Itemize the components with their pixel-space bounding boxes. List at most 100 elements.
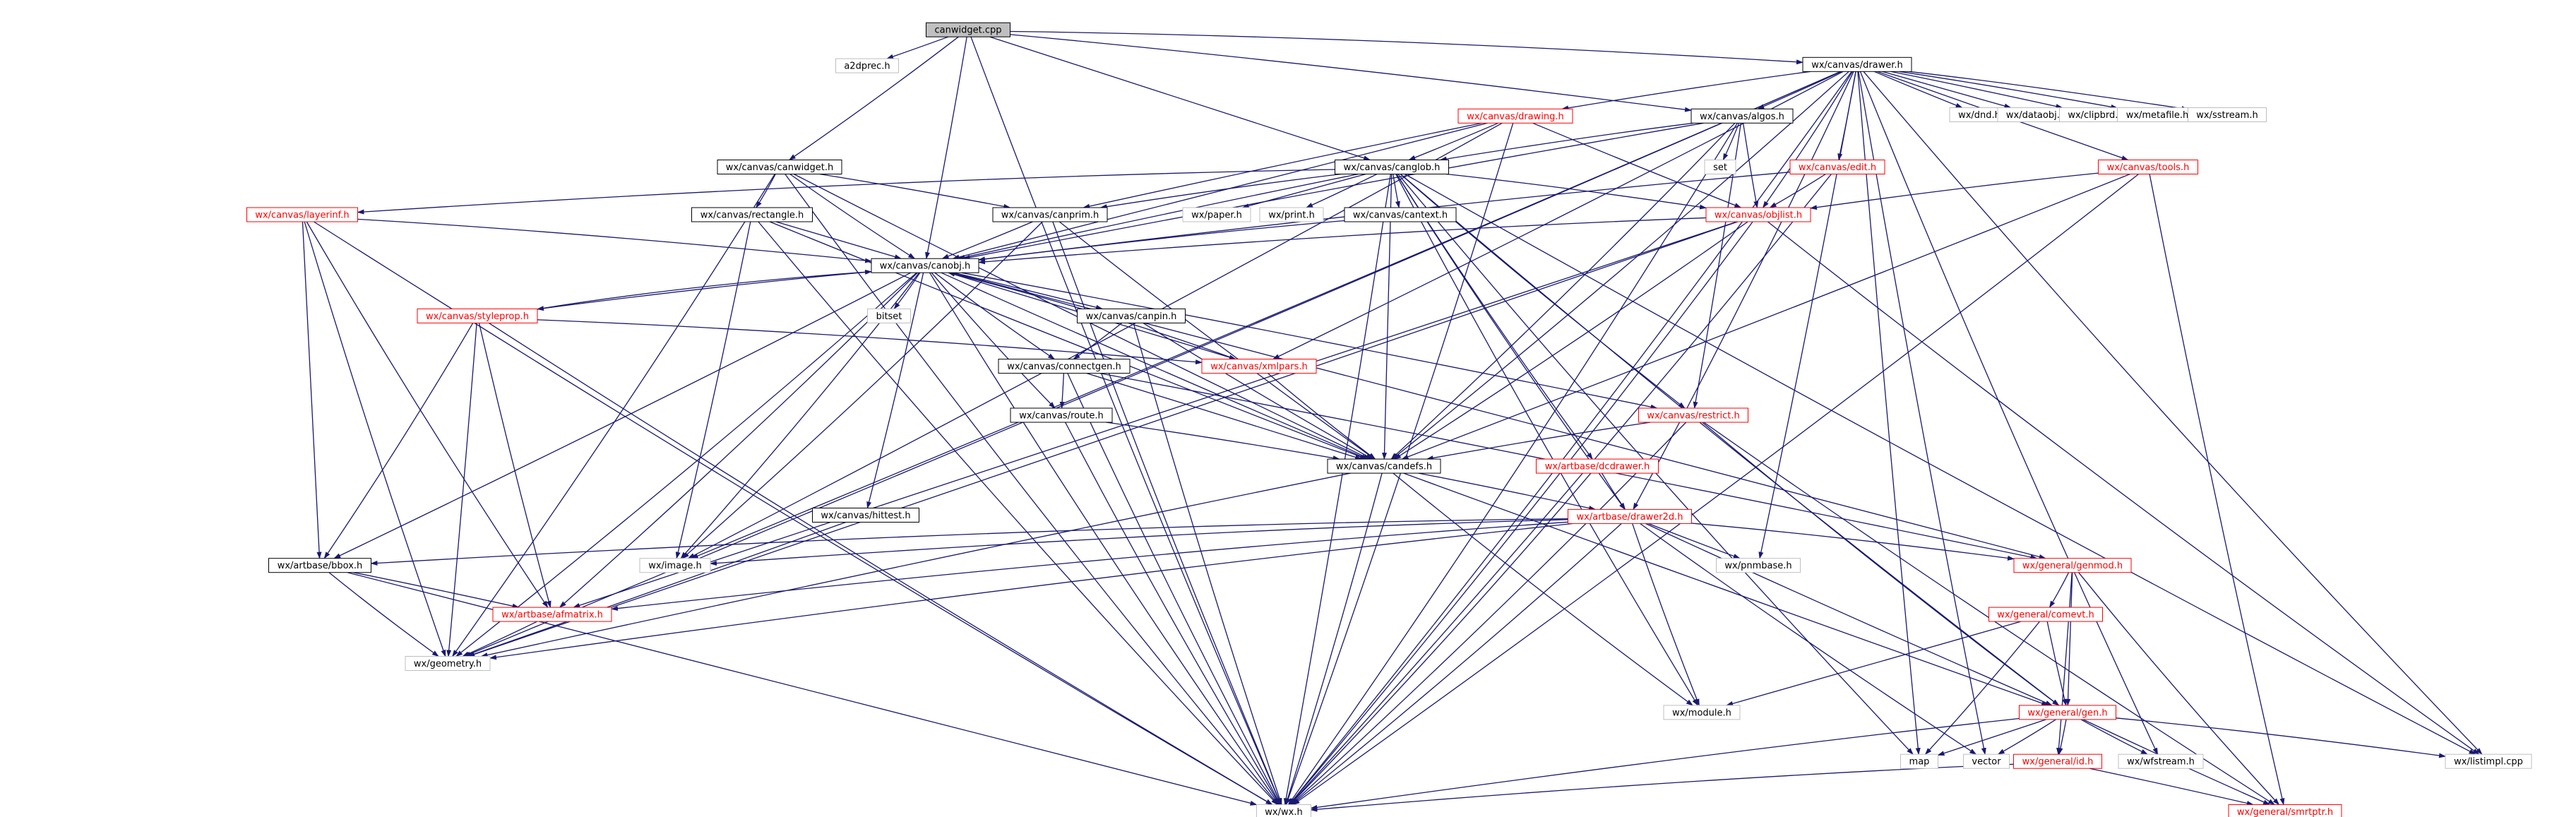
node-box xyxy=(1344,207,1457,222)
edge-canwidget_h-to-wx xyxy=(785,174,1279,806)
node-connectgen[interactable]: wx/canvas/connectgen.h xyxy=(998,359,1131,374)
node-box xyxy=(1802,56,1912,72)
edge-drawing-to-canglob xyxy=(1408,122,1498,161)
node-label: wx/print.h xyxy=(1268,210,1315,221)
edge-drawer-to-sstream xyxy=(1909,71,2189,112)
node-drawing[interactable]: wx/canvas/drawing.h xyxy=(1457,108,1573,124)
edge-drawer-to-wx xyxy=(1289,71,1852,806)
edge-canobj-to-wx xyxy=(929,272,1280,806)
node-box xyxy=(998,359,1131,374)
node-canprim[interactable]: wx/canvas/canprim.h xyxy=(992,207,1108,222)
node-canpin[interactable]: wx/canvas/canpin.h xyxy=(1077,308,1186,323)
node-box xyxy=(1201,359,1317,374)
edge-rectangle-to-canobj xyxy=(775,221,902,260)
node-canobj[interactable]: wx/canvas/canobj.h xyxy=(871,258,979,273)
node-genmod[interactable]: wx/general/genmod.h xyxy=(2013,558,2132,573)
node-afmatrix[interactable]: wx/artbase/afmatrix.h xyxy=(492,607,612,622)
edge-drawer2d-to-module xyxy=(1632,523,1700,706)
node-box xyxy=(2098,160,2198,174)
node-label: wx/canvas/drawer.h xyxy=(1811,60,1903,71)
node-comevt[interactable]: wx/general/comevt.h xyxy=(1988,607,2103,622)
edge-drawer-to-clipbrd xyxy=(1890,71,2063,109)
edge-layerinf-to-wx xyxy=(314,221,1273,806)
node-drawer2d[interactable]: wx/artbase/drawer2d.h xyxy=(1568,508,1692,524)
node-drawer[interactable]: wx/canvas/drawer.h xyxy=(1802,56,1912,72)
node-box xyxy=(1335,160,1449,174)
edge-drawer-to-listimpl xyxy=(1863,71,2483,755)
node-rectangle[interactable]: wx/canvas/rectangle.h xyxy=(691,207,813,222)
node-box xyxy=(1256,804,1311,817)
node-label: wx/canvas/rectangle.h xyxy=(700,210,804,221)
edge-canglob-to-listimpl xyxy=(1405,173,2476,755)
edge-styleprop-to-geometry xyxy=(446,323,477,657)
node-canwidget-h[interactable]: wx/canvas/canwidget.h xyxy=(717,160,842,174)
edge-canobj-to-canpin xyxy=(953,272,1103,310)
edge-gen-to-wfstream xyxy=(2080,719,2148,755)
edge-canglob-to-wx xyxy=(1283,174,1391,806)
node-box xyxy=(867,308,911,323)
edge-bbox-to-wx xyxy=(347,572,1258,806)
node-label: wx/canvas/edit.h xyxy=(1799,162,1876,173)
edge-canobj-to-connectgen xyxy=(934,272,1056,360)
node-box xyxy=(1457,108,1573,124)
node-geometry: wx/geometry.h xyxy=(405,656,491,671)
edge-drawer-to-pnmbase xyxy=(1758,71,1856,559)
edge-restrict-to-wx xyxy=(1290,422,1687,806)
edge-canpin-to-candefs xyxy=(1143,322,1373,460)
edge-drawer2d-to-pnmbase xyxy=(1647,523,1741,559)
edge-connectgen-to-wx xyxy=(1067,373,1281,806)
edge-styleprop-to-bbox xyxy=(323,323,474,559)
node-pnmbase: wx/pnmbase.h xyxy=(1716,558,1801,573)
node-label: set xyxy=(1713,162,1727,173)
node-cantext[interactable]: wx/canvas/cantext.h xyxy=(1344,207,1457,222)
node-gen[interactable]: wx/general/gen.h xyxy=(2019,705,2116,720)
node-canglob[interactable]: wx/canvas/canglob.h xyxy=(1335,160,1449,174)
node-tools[interactable]: wx/canvas/tools.h xyxy=(2098,160,2198,174)
node-label: wx/canvas/restrict.h xyxy=(1647,411,1739,422)
node-box xyxy=(1900,753,1938,769)
node-dcdrawer[interactable]: wx/artbase/dcdrawer.h xyxy=(1536,458,1659,474)
node-label: wx/metafile.h xyxy=(2126,110,2189,121)
edge-rectangle-to-wx xyxy=(758,221,1278,806)
node-box xyxy=(812,508,919,523)
edge-drawer-to-dataobj xyxy=(1882,71,2012,109)
node-xmlpars[interactable]: wx/canvas/xmlpars.h xyxy=(1201,359,1317,374)
node-bbox[interactable]: wx/artbase/bbox.h xyxy=(268,558,371,573)
edge-drawer-to-image xyxy=(691,71,1841,559)
node-box xyxy=(1963,753,2010,769)
node-candefs[interactable]: wx/canvas/candefs.h xyxy=(1327,458,1441,474)
node-label: wx/canvas/candefs.h xyxy=(1336,462,1432,472)
node-box xyxy=(492,607,612,622)
edge-connectgen-to-candefs xyxy=(1086,372,1362,460)
node-route[interactable]: wx/canvas/route.h xyxy=(1010,407,1113,423)
node-print: wx/print.h xyxy=(1259,207,1324,222)
edge-edit-to-wx xyxy=(1289,174,1832,806)
edge-canpin-to-wx xyxy=(1133,323,1282,806)
edge-route-to-candefs xyxy=(1106,422,1340,461)
node-smrtptr[interactable]: wx/general/smrtptr.h xyxy=(2228,804,2342,817)
edge-layerinf-to-bbox xyxy=(302,221,322,559)
edge-tools-to-candefs xyxy=(1401,173,2130,460)
edge-gen-to-vector xyxy=(1997,719,2056,755)
node-restrict[interactable]: wx/canvas/restrict.h xyxy=(1638,407,1748,423)
node-id[interactable]: wx/general/id.h xyxy=(2013,753,2102,769)
edge-candefs-to-wx xyxy=(1285,472,1383,806)
edge-canwidget_cpp-to-drawer xyxy=(1010,30,1803,65)
edge-route-to-wx xyxy=(1065,422,1280,806)
edge-drawer2d-to-bbox xyxy=(370,518,1568,566)
node-layerinf[interactable]: wx/canvas/layerinf.h xyxy=(246,207,358,222)
edge-canobj-to-geometry xyxy=(455,272,917,657)
node-algos[interactable]: wx/canvas/algos.h xyxy=(1690,108,1794,124)
node-box xyxy=(2118,753,2204,769)
node-box xyxy=(1690,108,1794,124)
node-edit[interactable]: wx/canvas/edit.h xyxy=(1789,160,1885,174)
node-label: wx/general/smrtptr.h xyxy=(2237,807,2333,817)
node-hittest[interactable]: wx/canvas/hittest.h xyxy=(812,508,919,523)
node-box xyxy=(1077,308,1186,323)
edge-canwidget_h-to-candefs xyxy=(793,173,1371,460)
node-label: wx/canvas/objlist.h xyxy=(1715,210,1802,221)
edge-styleprop-to-xmlpars xyxy=(537,319,1203,365)
node-canwidget-cpp: canwidget.cpp xyxy=(926,22,1010,37)
node-styleprop[interactable]: wx/canvas/styleprop.h xyxy=(417,308,538,323)
node-objlist[interactable]: wx/canvas/objlist.h xyxy=(1705,207,1811,222)
